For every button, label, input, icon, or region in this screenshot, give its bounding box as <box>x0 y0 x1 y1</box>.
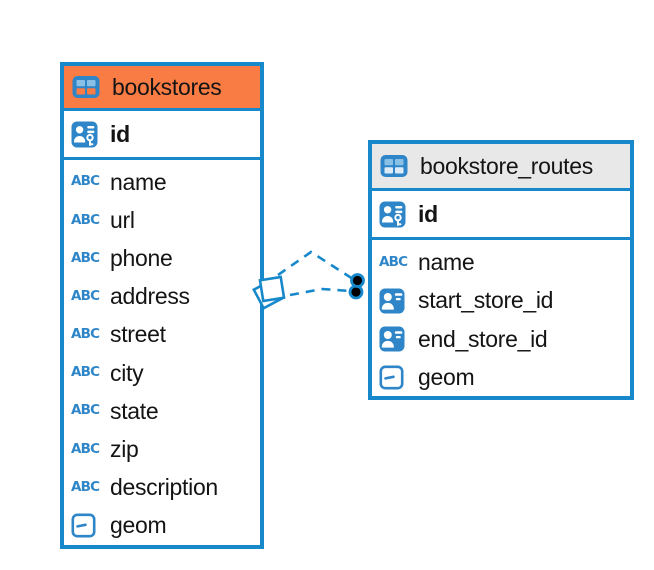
relationship-line[interactable] <box>289 287 351 297</box>
table-name: bookstore_routes <box>420 152 593 179</box>
text-type-icon: ABC <box>71 249 100 266</box>
column-name: name <box>110 168 167 195</box>
column-row[interactable]: ABC city <box>64 354 260 392</box>
column-row[interactable]: geom <box>64 507 260 545</box>
column-name: phone <box>110 244 173 271</box>
column-name: name <box>418 248 475 275</box>
column-row[interactable]: ABC description <box>64 469 260 507</box>
column-row[interactable]: ABC name <box>372 243 630 282</box>
table-name: bookstores <box>112 73 222 100</box>
text-type-icon: ABC <box>71 478 100 495</box>
column-row[interactable]: ABC zip <box>64 430 260 468</box>
column-name: street <box>110 321 166 348</box>
table-header[interactable]: bookstores <box>64 66 260 111</box>
primary-key-row[interactable]: id <box>372 191 630 240</box>
column-name: geom <box>418 364 475 391</box>
column-list: ABC name ABC url ABC <box>64 160 260 545</box>
geometry-type-icon <box>71 513 96 538</box>
table-bookstores[interactable]: bookstores id ABC <box>60 62 264 549</box>
column-list: ABC name <box>372 240 630 397</box>
column-row[interactable]: ABC street <box>64 316 260 354</box>
column-name: zip <box>110 435 139 462</box>
reference-type-icon <box>379 326 405 352</box>
column-row[interactable]: end_store_id <box>372 320 630 359</box>
relationship-bookstores-bookstore-routes[interactable] <box>252 250 365 310</box>
table-icon <box>380 154 412 178</box>
primary-key-icon <box>379 201 411 228</box>
relationship-line[interactable] <box>277 250 354 281</box>
column-name: url <box>110 206 135 233</box>
primary-key-row[interactable]: id <box>64 111 260 160</box>
geometry-type-icon <box>379 365 404 390</box>
column-name: state <box>110 397 159 424</box>
text-type-icon: ABC <box>71 402 100 419</box>
text-type-icon: ABC <box>71 211 100 228</box>
column-row[interactable]: ABC address <box>64 278 260 316</box>
text-type-icon: ABC <box>379 253 408 270</box>
column-row[interactable]: ABC state <box>64 392 260 430</box>
column-row[interactable]: ABC name <box>64 163 260 201</box>
text-type-icon: ABC <box>71 440 100 457</box>
relationship-endpoint-dot[interactable] <box>348 284 364 300</box>
table-header[interactable]: bookstore_routes <box>372 144 630 191</box>
column-row[interactable]: ABC url <box>64 201 260 239</box>
column-name: start_store_id <box>418 287 554 314</box>
primary-key-name: id <box>418 200 438 227</box>
text-type-icon: ABC <box>71 173 100 190</box>
relationship-endpoint-dot[interactable] <box>350 273 365 288</box>
column-row[interactable]: start_store_id <box>372 282 630 321</box>
column-row[interactable]: geom <box>372 359 630 398</box>
table-icon <box>72 75 104 99</box>
column-name: address <box>110 283 190 310</box>
primary-key-name: id <box>110 120 130 147</box>
column-name: city <box>110 359 144 386</box>
column-name: description <box>110 474 218 501</box>
text-type-icon: ABC <box>71 364 100 381</box>
table-bookstore-routes[interactable]: bookstore_routes id <box>368 140 634 400</box>
reference-type-icon <box>379 288 405 314</box>
column-name: end_store_id <box>418 325 548 352</box>
primary-key-icon <box>71 121 103 148</box>
text-type-icon: ABC <box>71 287 100 304</box>
column-row[interactable]: ABC phone <box>64 239 260 277</box>
text-type-icon: ABC <box>71 326 100 343</box>
column-name: geom <box>110 512 167 539</box>
